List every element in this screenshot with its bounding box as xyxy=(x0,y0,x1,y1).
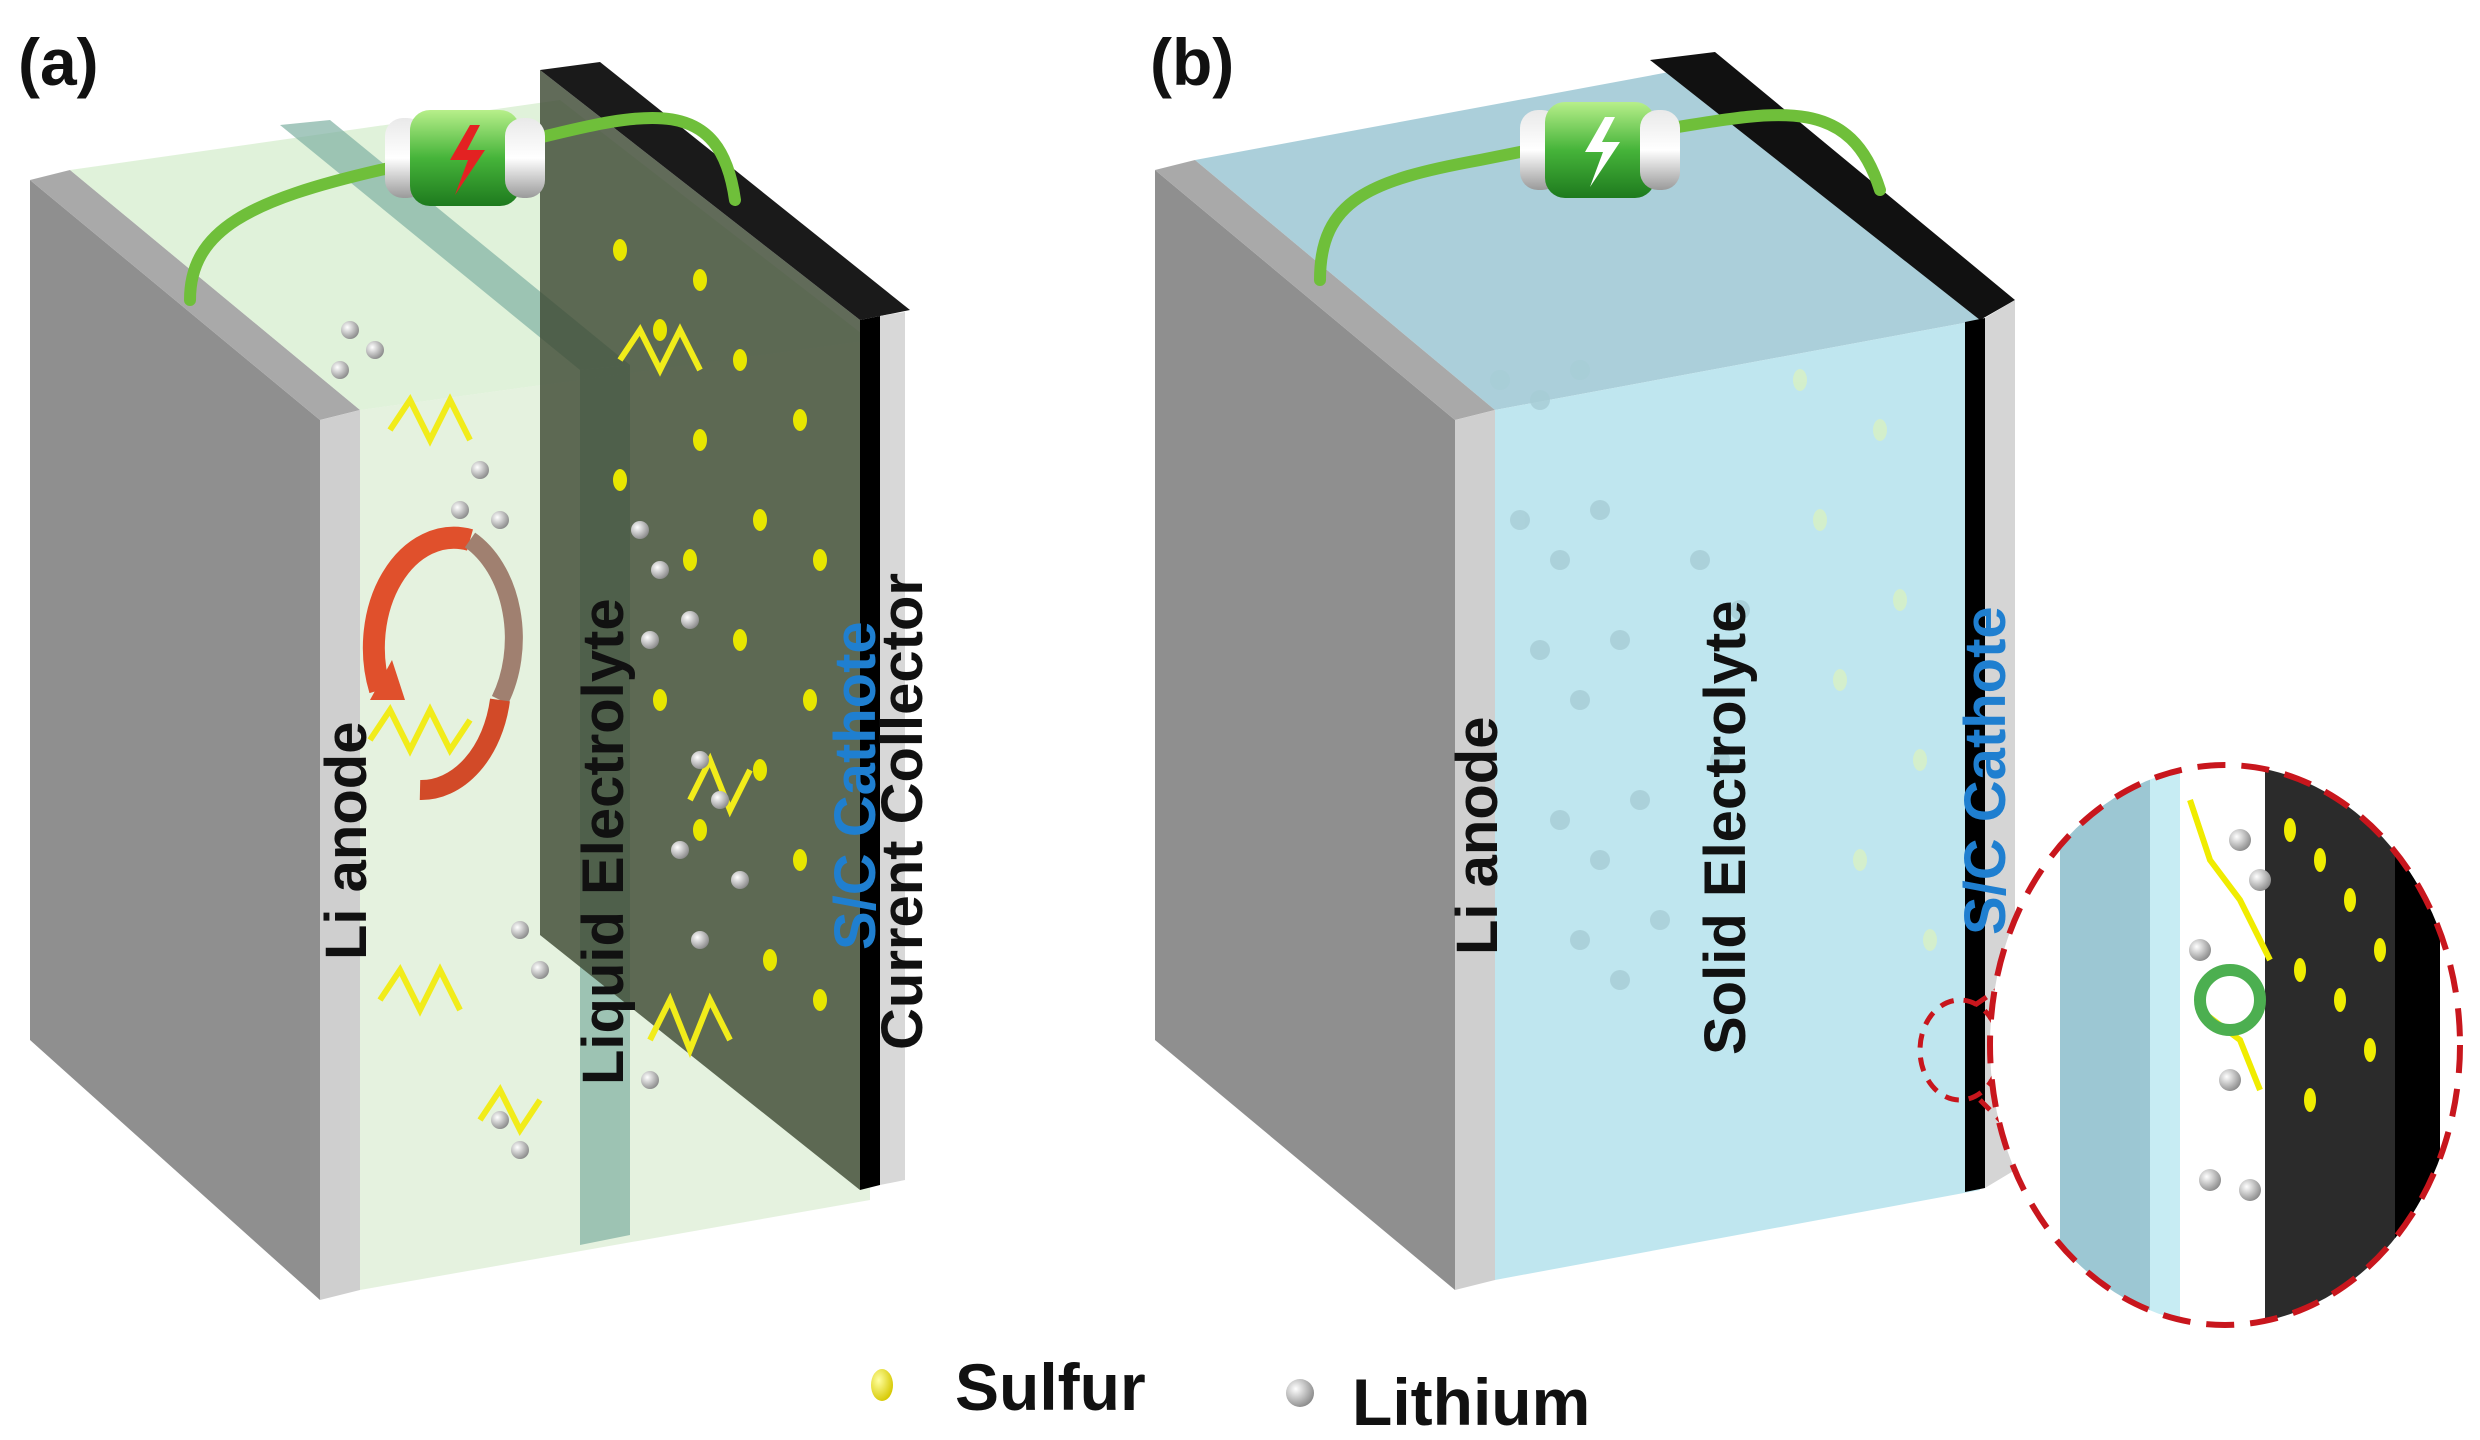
current-collector-a xyxy=(860,316,880,1190)
zoom-lens-icon xyxy=(1987,762,2463,1328)
solid-electrolyte-region xyxy=(1495,320,1980,1280)
anode-plate-b xyxy=(1155,170,1455,1290)
panel-a: Li anode Liquid Electrolyte S/C Cathote … xyxy=(18,25,935,1300)
solid-electrolyte-top xyxy=(1195,70,1980,410)
lithium-legend-icon xyxy=(1286,1379,1314,1407)
panel-a-collector-label: Current Collector xyxy=(870,573,935,1050)
wire-a xyxy=(184,111,741,306)
panel-b-electrolyte-label: Solid Electrolyte xyxy=(1693,601,1758,1055)
legend: Sulfur Lithium xyxy=(871,1350,1590,1439)
sulfur-particles-b xyxy=(1793,369,1937,951)
panel-a-cathode-label: S/C Cathote xyxy=(823,621,888,950)
shuttle-cycle-icon xyxy=(362,526,523,801)
panel-b-label: (b) xyxy=(1150,25,1234,99)
legend-sulfur-label: Sulfur xyxy=(955,1350,1146,1424)
lithium-particles-b xyxy=(1490,360,1750,990)
polysulfide-chains-a xyxy=(367,323,753,1136)
sulfur-particles-a xyxy=(613,239,827,1011)
panel-b-cathode-label: S/C Cathote xyxy=(1953,606,2018,935)
battery-icon xyxy=(1520,102,1680,198)
anode-plate-a xyxy=(30,180,320,1300)
panel-b: Li anode Solid Electrolyte S/C Cathote (… xyxy=(1150,25,2463,1328)
panel-b-anode-label: Li anode xyxy=(1445,717,1510,955)
panel-a-electrolyte-label: Liquid Electrolyte xyxy=(571,598,636,1085)
panel-a-anode-label: Li anode xyxy=(314,722,379,960)
lithium-particles-a xyxy=(331,321,749,1159)
cathode-plate-a xyxy=(540,70,860,1190)
panel-a-label: (a) xyxy=(18,25,99,99)
legend-lithium-label: Lithium xyxy=(1352,1365,1590,1439)
battery-icon xyxy=(385,110,545,206)
wire-b xyxy=(1314,109,1886,286)
sulfur-legend-icon xyxy=(871,1369,893,1401)
